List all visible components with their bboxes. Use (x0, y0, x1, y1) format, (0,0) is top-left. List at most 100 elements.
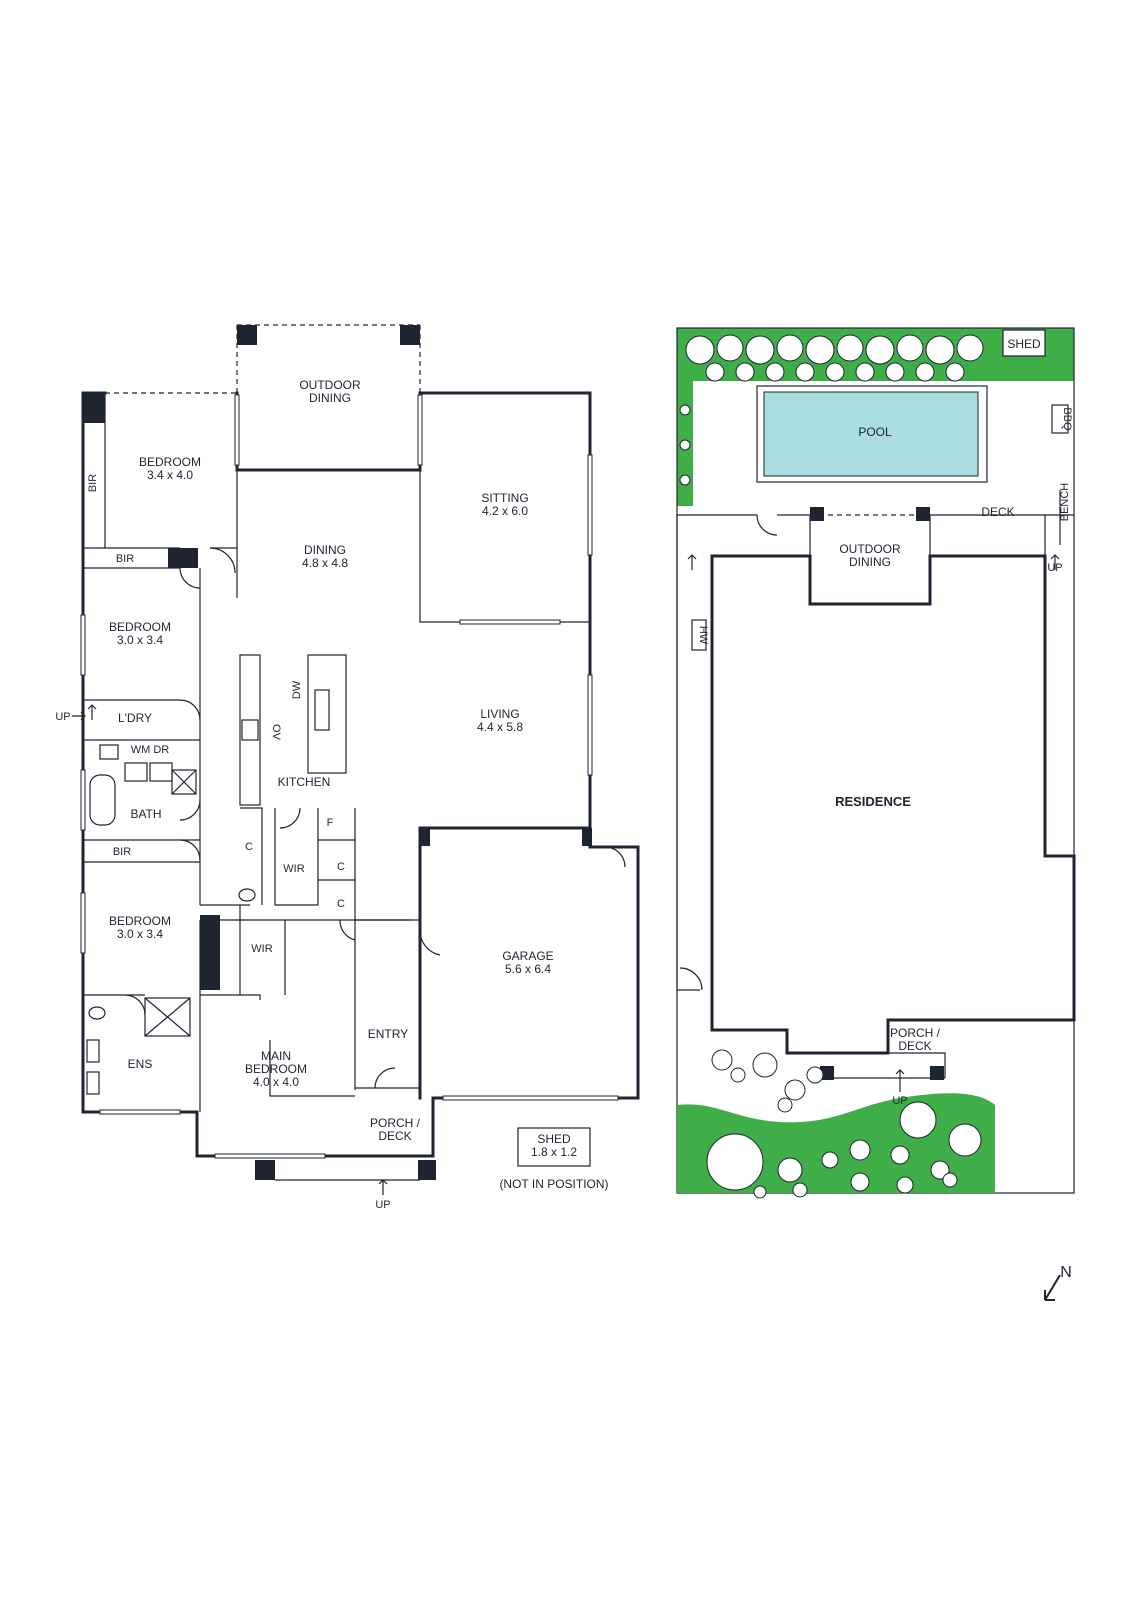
site-up-bottom-label: UP (892, 1095, 907, 1107)
bbq-label: BBQ (1061, 407, 1073, 431)
tree-icon (885, 362, 905, 382)
shed-note: (NOT IN POSITION) (499, 1177, 608, 1191)
wm-dr-label: WM DR (131, 744, 170, 756)
tree-icon (730, 1067, 746, 1083)
shed-label: SHED (537, 1132, 571, 1146)
tree-icon (784, 1079, 806, 1101)
bedroom-3-dims: 3.0 x 3.4 (117, 927, 163, 941)
tree-icon (925, 335, 955, 365)
laundry-label: L'DRY (118, 711, 152, 725)
tree-icon (930, 1160, 950, 1180)
bench-label: BENCH (1059, 483, 1071, 522)
tree-icon (849, 1139, 871, 1161)
dining-label: DINING (304, 543, 346, 557)
tree-icon (711, 1049, 733, 1071)
tree-icon (745, 335, 775, 365)
main-bedroom-dims: 4.0 x 4.0 (253, 1075, 299, 1089)
tree-icon (915, 362, 935, 382)
tree-icon (855, 362, 875, 382)
site-shed-label: SHED (1007, 337, 1041, 351)
bedroom-3-label: BEDROOM (109, 914, 171, 928)
living-dims: 4.4 x 5.8 (477, 720, 523, 734)
tree-icon (792, 1182, 808, 1198)
tree-icon (806, 1066, 824, 1084)
bedroom-2-label: BEDROOM (109, 620, 171, 634)
hw-label: HW (697, 626, 709, 645)
cupboard-3-label: C (337, 898, 345, 910)
garage-label: GARAGE (502, 949, 553, 963)
north-arrow-icon (1044, 1274, 1061, 1301)
tree-icon (942, 1172, 958, 1188)
up-left-label: UP (55, 711, 70, 723)
up-bottom-arrow-icon (378, 1179, 388, 1195)
cupboard-1-label: C (245, 841, 253, 853)
tree-icon (753, 1185, 767, 1199)
shed-dims: 1.8 x 1.2 (531, 1145, 577, 1159)
kitchen-label: KITCHEN (278, 775, 331, 789)
bedroom-2-dims: 3.0 x 3.4 (117, 633, 163, 647)
tree-icon (896, 334, 924, 362)
entry-label: ENTRY (368, 1027, 408, 1041)
sitting-dims: 4.2 x 6.0 (482, 504, 528, 518)
tree-icon (716, 334, 744, 362)
wir-main-label: WIR (251, 943, 272, 955)
tree-icon (890, 1145, 910, 1165)
trees (679, 334, 984, 1199)
up-left-arrow-icon (72, 711, 86, 721)
tree-icon (679, 474, 691, 486)
up-arrow-icon (87, 704, 97, 720)
ensuite-label: ENS (128, 1057, 153, 1071)
sitting-label: SITTING (481, 491, 528, 505)
wir-central-label: WIR (283, 863, 304, 875)
tree-icon (899, 1101, 937, 1139)
fridge-label: F (327, 817, 334, 829)
pool-label: POOL (858, 425, 892, 439)
bedroom-1-label: BEDROOM (139, 455, 201, 469)
tree-icon (945, 362, 965, 382)
bath-label: BATH (130, 807, 161, 821)
tree-icon (685, 335, 715, 365)
dining-dims: 4.8 x 4.8 (302, 556, 348, 570)
site-up-right-label: UP (1047, 562, 1062, 574)
tree-icon (679, 439, 691, 451)
floor-plan (80, 324, 640, 1181)
dw-label: DW (291, 680, 303, 699)
bir-1-vertical-label: BIR (87, 474, 99, 492)
living-label: LIVING (480, 707, 519, 721)
tree-icon (805, 335, 835, 365)
tree-icon (705, 362, 725, 382)
tree-icon (765, 362, 785, 382)
tree-icon (795, 362, 815, 382)
tree-icon (752, 1052, 778, 1078)
shed-box (517, 1127, 591, 1167)
tree-icon (706, 1133, 764, 1191)
compass-label: N (1060, 1264, 1072, 1281)
garage-dims: 5.6 x 6.4 (505, 962, 551, 976)
tree-icon (956, 334, 984, 362)
tree-icon (735, 362, 755, 382)
ov-label: OV (270, 724, 282, 741)
tree-icon (777, 1157, 803, 1183)
deck-label: DECK (981, 505, 1014, 519)
site-plan (676, 327, 1076, 1199)
bir-2-label: BIR (113, 846, 131, 858)
bir-1-horizontal-label: BIR (116, 553, 134, 565)
residence-label: RESIDENCE (835, 794, 911, 809)
porch-deck-label: PORCH /DECK (370, 1116, 421, 1143)
tree-icon (825, 362, 845, 382)
tree-icon (850, 1172, 870, 1192)
tree-icon (776, 334, 804, 362)
up-bottom-label: UP (375, 1199, 390, 1211)
pool-water (763, 391, 979, 477)
tree-icon (896, 1176, 914, 1194)
cupboard-2-label: C (337, 861, 345, 873)
tree-icon (836, 334, 864, 362)
bedroom-1-dims: 3.4 x 4.0 (147, 468, 193, 482)
tree-icon (821, 1151, 839, 1169)
tree-icon (777, 1097, 793, 1113)
site-porch-deck-label: PORCH /DECK (890, 1026, 941, 1053)
